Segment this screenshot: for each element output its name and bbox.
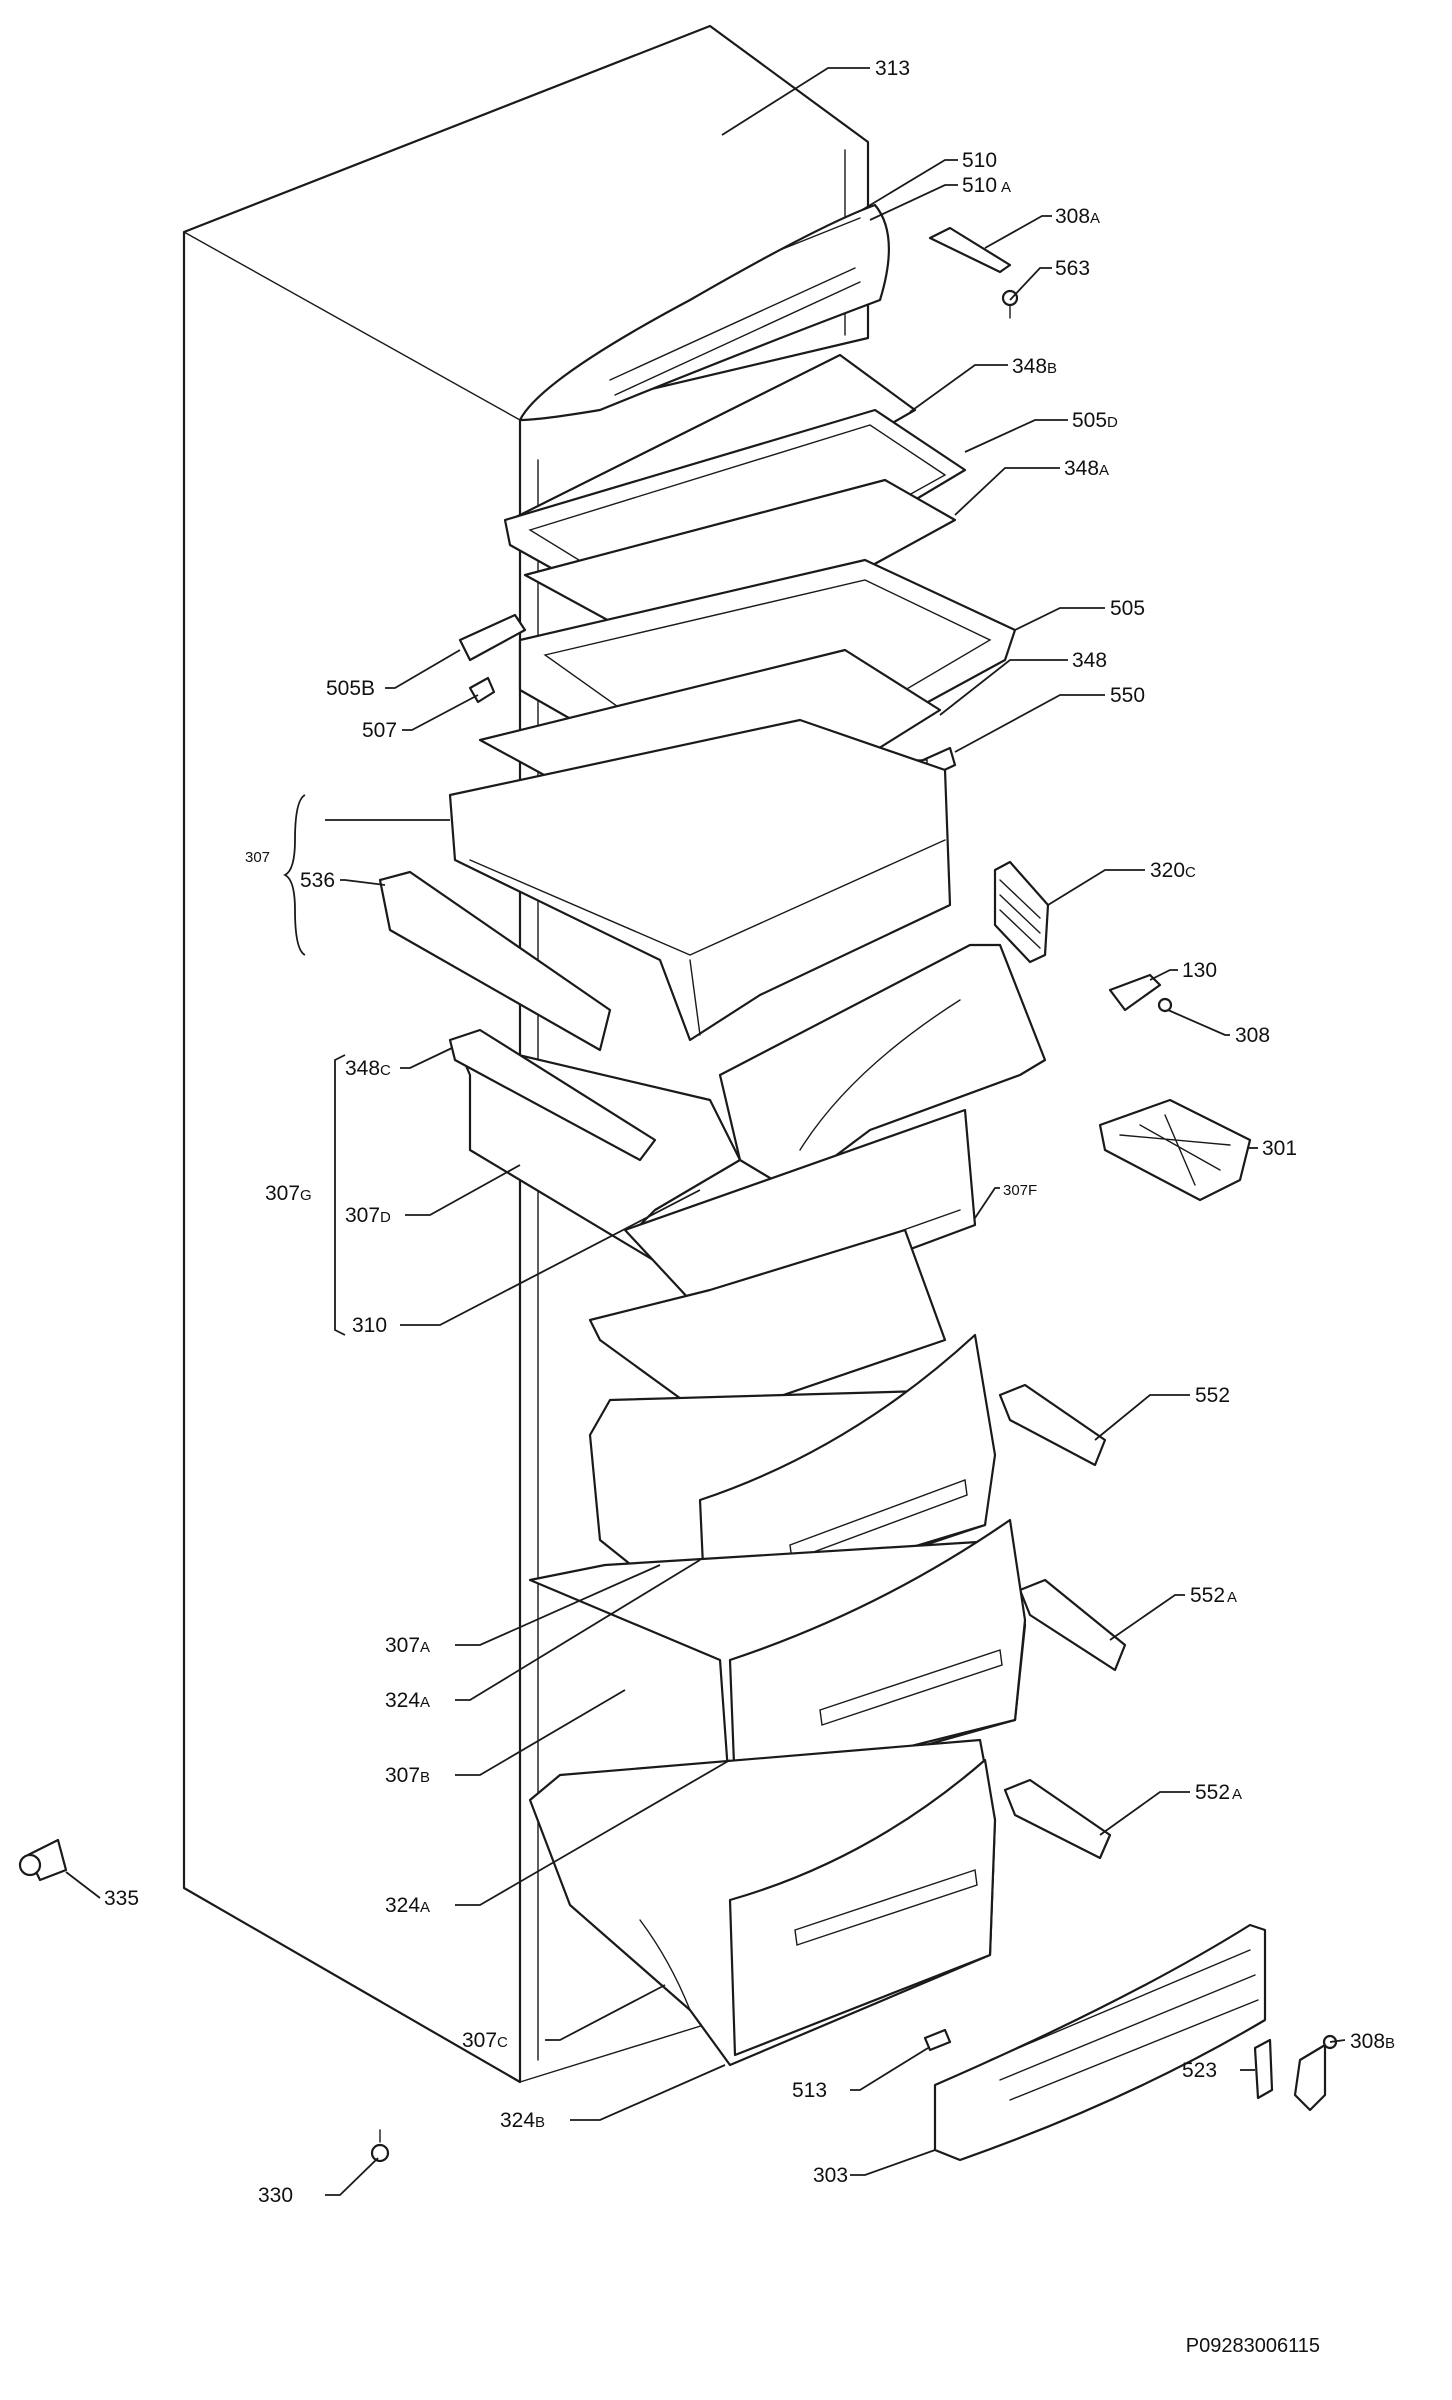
rail-552a-lower [1003,1778,1112,1860]
rail-552a-upper [1018,1578,1127,1672]
clip-505b [458,613,527,662]
label-324a-lower: 324A [385,1894,430,1917]
crisper-box-307 [448,718,952,1042]
label-308a: 308A [1055,205,1100,228]
label-507: 507 [362,719,397,742]
label-307a: 307A [385,1634,430,1657]
label-310: 310 [352,1314,387,1337]
label-301: 301 [1262,1137,1297,1160]
label-563: 563 [1055,257,1090,280]
bracket-308b [1293,2034,1338,2112]
leader-lines [65,67,1346,2196]
label-307b: 307B [385,1764,430,1787]
document-code: P09283006115 [1186,2335,1320,2357]
hinge-bracket-308a [928,226,1012,274]
bracket-523 [1253,2038,1274,2100]
label-313: 313 [875,57,910,80]
label-303: 303 [813,2164,848,2187]
cover-307f [718,943,1047,1192]
label-348b: 348B [1012,355,1057,378]
label-307d: 307D [345,1204,391,1227]
drawer-307b [528,1518,1027,1802]
label-523: 523 [1182,2059,1217,2082]
label-335: 335 [104,1887,139,1910]
label-130: 130 [1182,959,1217,982]
glass-cover-348c [448,1028,657,1162]
label-307g: 307G [265,1182,312,1205]
vent-grille-320c [993,860,1050,964]
label-307: 307 [245,849,270,866]
label-348c: 348C [345,1057,391,1080]
label-505b: 505B [326,677,375,700]
label-324a-upper: 324A [385,1689,430,1712]
label-552: 552 [1195,1384,1230,1407]
kick-plate-303 [933,1923,1267,2162]
label-324b: 324B [500,2109,545,2132]
lamp-cover-510 [518,203,890,422]
foot-335 [18,1838,68,1882]
label-330: 330 [258,2184,293,2207]
label-550: 550 [1110,684,1145,707]
label-320c: 320C [1150,859,1196,882]
label-348a: 348A [1064,457,1109,480]
label-505: 505 [1110,597,1145,620]
panel-536 [378,870,612,1052]
ice-tray-301 [1098,1098,1252,1202]
label-513: 513 [792,2079,827,2102]
label-348: 348 [1072,649,1107,672]
screw-563 [1001,289,1019,319]
drawer-tray [588,1228,947,1422]
screw-330 [370,2129,390,2163]
drawer-307c [528,1738,997,2067]
rail-552 [998,1383,1107,1467]
label-505d: 505D [1072,409,1118,432]
label-536: 536 [300,869,335,892]
hinge-130 [1108,973,1173,1013]
label-307f: 307F [1003,1182,1037,1199]
clip-513 [923,2028,952,2052]
label-308b: 308B [1350,2030,1395,2053]
label-510: 510 [962,149,997,172]
label-307c: 307C [462,2029,508,2052]
label-308: 308 [1235,1024,1270,1047]
